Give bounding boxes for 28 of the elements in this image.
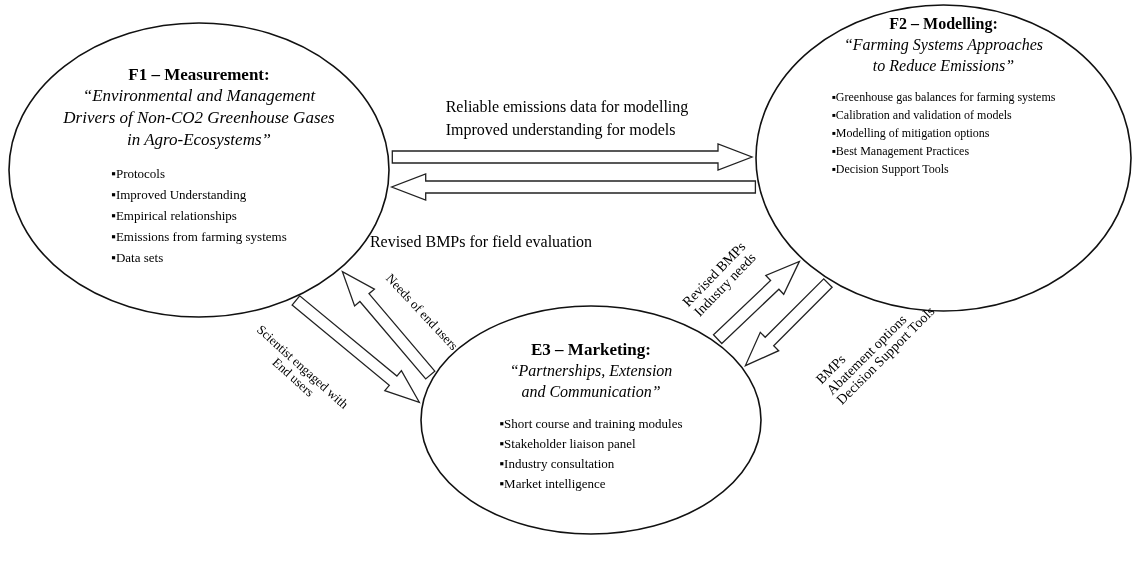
node-heading: F2 – Modelling: <box>889 14 998 34</box>
bullet-item: ▪Best Management Practices <box>831 143 971 160</box>
bullet-item: ▪Calibration and validation of models <box>831 107 1013 124</box>
node-heading: F1 – Measurement: <box>128 64 270 86</box>
bullet-item: ▪Short course and training modules <box>499 415 683 434</box>
node-heading: E3 – Marketing: <box>531 339 651 361</box>
bullet-item: ▪Greenhouse gas balances for farming systems <box>831 89 1056 106</box>
block-arrow <box>291 294 421 404</box>
block-arrow <box>389 173 757 201</box>
edge-label: Revised BMPs for field evaluation <box>369 232 593 253</box>
node-subtitle: “Partnerships, Extension and Communication” <box>509 361 673 403</box>
block-arrow <box>712 260 801 345</box>
block-arrow <box>744 278 833 367</box>
bullet-item: ▪Data sets <box>111 249 165 268</box>
block-arrow <box>341 270 436 380</box>
bullet-item: ▪Emissions from farming systems <box>111 228 287 247</box>
block-arrow <box>391 143 754 171</box>
node-subtitle: “Environmental and Management Drivers of Non-CO2 Greenhouse Gases in Agro-Ecosystems” <box>63 85 335 152</box>
bullet-item: ▪Empirical relationships <box>111 207 238 226</box>
bullet-item: ▪Market intelligence <box>499 475 607 494</box>
node-subtitle: “Farming Systems Approaches to Reduce Emissions” <box>843 35 1044 76</box>
bullet-item: ▪Industry consultation <box>499 455 616 474</box>
bullet-item: ▪Protocols <box>111 165 167 184</box>
bullet-item: ▪Decision Support Tools <box>831 161 950 178</box>
bullet-item: ▪Improved Understanding <box>111 186 248 205</box>
edge-label: Reliable emissions data for modelling Improved understanding for models <box>445 96 689 141</box>
bullet-item: ▪Stakeholder liaison panel <box>499 435 637 454</box>
bullet-item: ▪Modelling of mitigation options <box>831 125 991 142</box>
